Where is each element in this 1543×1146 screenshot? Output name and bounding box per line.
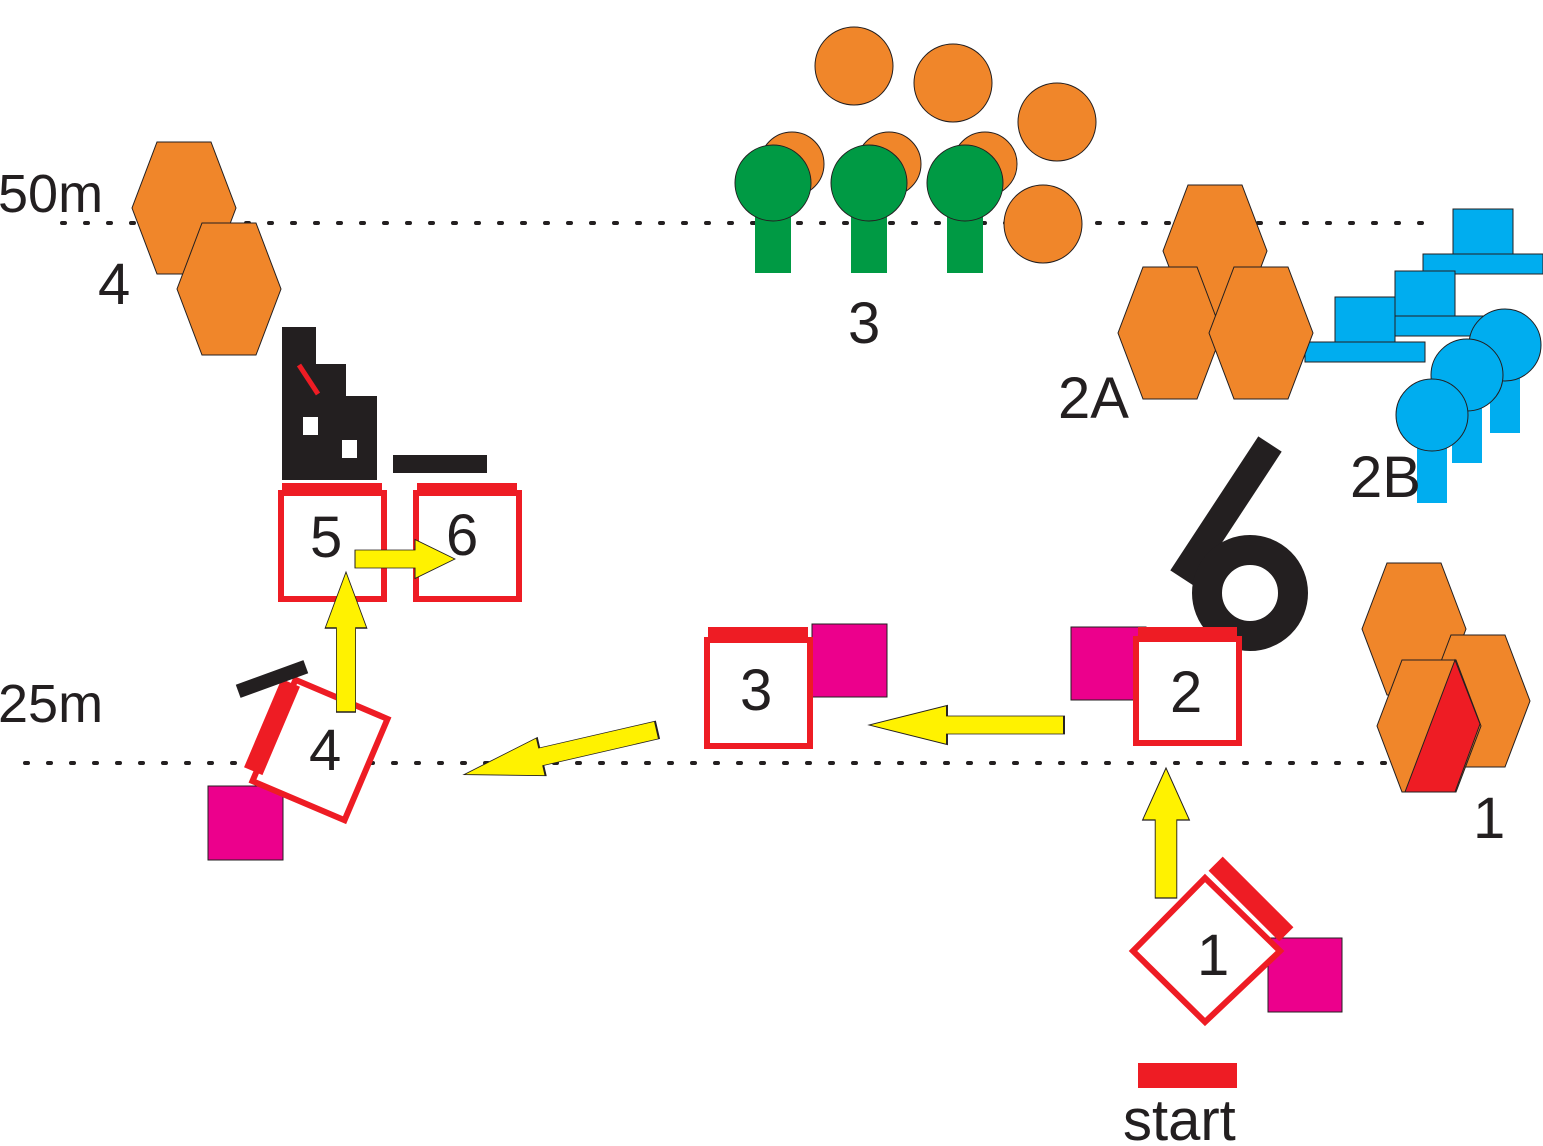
popper-target: [734, 144, 812, 274]
cover-block: [207, 785, 284, 861]
steel-plate: [1003, 184, 1083, 264]
arrow-3-to-4: [458, 710, 663, 795]
target-group-2B: 2A: [1058, 184, 1314, 431]
arrow-2-to-3: [868, 704, 1065, 746]
wall-segment: [393, 455, 487, 473]
distance-label-50m: 50m: [0, 164, 103, 224]
barricade: [244, 678, 300, 776]
position-label: 3: [740, 658, 772, 723]
target-group-3: 3: [734, 26, 1097, 356]
popper-target: [926, 144, 1004, 274]
swinger-target: [1170, 436, 1308, 651]
target-group-label: 3: [848, 291, 880, 356]
popper-target: [830, 144, 908, 274]
arrow-start-to-2: [1141, 767, 1191, 899]
target-group-label: 4: [98, 252, 130, 317]
target-group-4: 4: [98, 141, 282, 356]
distance-label-25m: 25m: [0, 674, 103, 734]
shooting-position-2: 2: [1070, 626, 1242, 746]
start-marker: start: [1123, 1063, 1237, 1146]
target-group-label: 2A: [1058, 366, 1129, 431]
position-label: 1: [1197, 923, 1229, 988]
target-group-1: 1: [1361, 562, 1531, 851]
target-group-label: 2B: [1350, 445, 1421, 510]
steel-plate: [913, 43, 993, 123]
shooting-position-1: 1: [1128, 856, 1343, 1027]
start-line: [1138, 1063, 1237, 1088]
shooting-position-5: 5: [278, 483, 387, 602]
target-group-2A: 2B: [1304, 208, 1543, 510]
position-label: 4: [309, 718, 341, 783]
wall-segment: [235, 660, 309, 698]
position-label: 2: [1170, 660, 1202, 725]
position-label: 5: [310, 505, 342, 570]
shooting-position-6: 6: [413, 483, 522, 602]
wall-structure: [282, 327, 487, 480]
steel-plate: [1017, 82, 1097, 162]
steel-plate: [1422, 208, 1543, 275]
shooting-position-3: 3: [704, 623, 888, 749]
barricade: [1208, 856, 1294, 942]
target-group-label: 1: [1473, 786, 1505, 851]
no-shoot-target: [1404, 658, 1481, 793]
steel-plate: [814, 26, 894, 106]
shooting-position-4: 4: [207, 660, 392, 861]
cover-block: [811, 623, 888, 698]
start-label: start: [1123, 1088, 1236, 1146]
